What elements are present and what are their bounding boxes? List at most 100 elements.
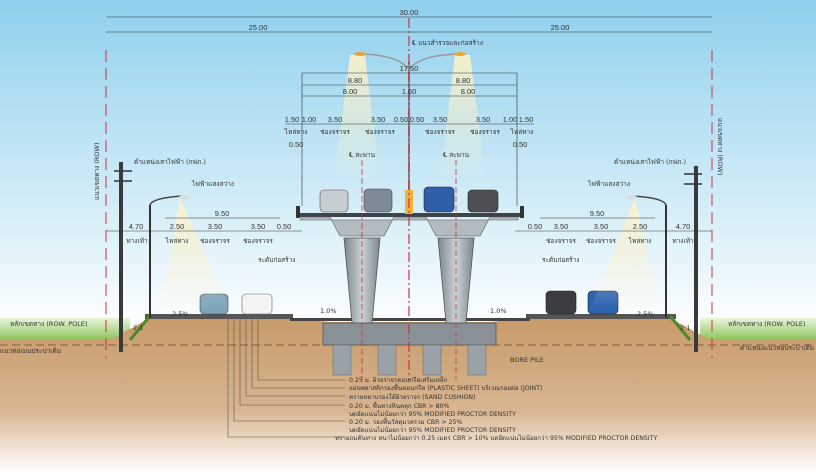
row-left-label: แนวเขตทาง (ROW) xyxy=(93,143,101,200)
dim-frontage-left-0: 4.70 xyxy=(129,222,144,231)
bridge-centerline-right-label: ℄ สะพาน xyxy=(443,151,470,159)
dim-bridge-left-road: 8.00 xyxy=(343,87,358,96)
dim-frontage-right-3: 2.50 xyxy=(633,222,648,231)
bridge-lane-r2-label: ช่องจราจร xyxy=(470,128,500,136)
pavement-note-5: บดอัดแน่นไม่น้อยกว่า 95% MODIFIED PROCTO… xyxy=(349,410,516,418)
pavement-leaders xyxy=(227,318,345,438)
street-light-left xyxy=(149,195,189,318)
street-light-left-label: ไฟฟ้าแสงสว่าง xyxy=(191,180,234,188)
bridge-shoulder-left-label: ไหล่ทาง xyxy=(284,128,308,136)
soil-ground xyxy=(0,318,816,472)
dim-bridge-lane-r2: 3.50 xyxy=(476,115,491,124)
dim-frontage-left-4: 0.50 xyxy=(277,222,292,231)
frontage-shoulder-right-label: ไหล่ทาง xyxy=(628,237,652,245)
dim-frontage-left-3: 3.50 xyxy=(251,222,266,231)
power-pole-right-label: ตำแหน่งเสาไฟฟ้า (กฟภ.) xyxy=(614,158,686,166)
grass-right xyxy=(700,318,816,340)
dim-bridge-left-half: 8.80 xyxy=(348,76,363,85)
bridge-shoulder-right-label: ไหล่ทาง xyxy=(510,128,534,136)
side-slope-right xyxy=(668,315,692,341)
survey-centerline-label: ℄ แนวสำรวจและก่อสร้าง xyxy=(412,39,483,47)
dim-total-width: 30.00 xyxy=(400,8,419,17)
light-beam-bridge-left xyxy=(334,55,380,180)
dim-frontage-right-4: 4.70 xyxy=(676,222,691,231)
dim-bridge-median: 1.60 xyxy=(402,87,417,96)
light-beam-bridge-right xyxy=(440,55,486,180)
dim-frontage-left-2: 3.50 xyxy=(208,222,223,231)
dim-bridge-lane-l4: 0.50 xyxy=(394,115,409,124)
light-beam-left xyxy=(160,198,230,310)
frontage-shoulder-left-label: ไหล่ทาง xyxy=(165,237,189,245)
dim-bridge-lane-l1: 1.00 xyxy=(302,115,317,124)
dim-bridge-lane-r1: 3.50 xyxy=(433,115,448,124)
pavement-note-3: ทรายหยาบรองใต้ผิวจราจร (SAND CUSHION) xyxy=(349,393,475,401)
dim-frontage-right-road: 9.50 xyxy=(590,209,605,218)
parapet-right xyxy=(520,206,524,218)
bridge-deck xyxy=(296,213,524,217)
water-pipe-left-label: แนวท่อเมนประปาเดิม xyxy=(0,347,61,355)
slope-right-label: 2.5% xyxy=(637,310,654,318)
dim-frontage-right-2: 3.50 xyxy=(594,222,609,231)
dim-half-left: 25.00 xyxy=(249,23,268,32)
power-pole-right xyxy=(684,166,702,352)
dim-bridge-lane-l2: 3.50 xyxy=(328,115,343,124)
frontage-pavement-right xyxy=(526,314,676,319)
frontage-lane-right-1-label: ช่องจราจร xyxy=(546,237,576,245)
pavement-note-2: แผ่นพลาสติกรองพื้นคอนกรีต (PLASTIC SHEET… xyxy=(349,383,542,392)
bore-piles xyxy=(332,344,487,376)
sidewalk-right-label: ทางเท้า xyxy=(672,237,694,245)
bridge-lane-r1-label: ช่องจราจร xyxy=(425,128,455,136)
dim-bridge-lane-r4: 1.50 xyxy=(519,115,534,124)
pavement-note-6: 0.20 ม. รองพื้นวัสดุมวลรวม CBR > 25% xyxy=(349,417,462,426)
bridge-lane-l2-label: ช่องจราจร xyxy=(365,128,395,136)
grass-left xyxy=(0,318,130,340)
power-pole-left xyxy=(114,162,132,352)
frontage-lane-right-2-label: ช่องจราจร xyxy=(586,237,616,245)
dim-bridge-lane-r3: 1.00 xyxy=(503,115,518,124)
pavement-note-4: 0.20 ม. พื้นทางหินคลุก CBR > 80% xyxy=(349,401,449,410)
pavement-note-8: ทรายถมคันทาง หนาไม่น้อยกว่า 0.25 เมตร CB… xyxy=(335,434,657,442)
street-light-right xyxy=(627,195,667,318)
slope-inner-left-label: 1.0% xyxy=(320,307,337,315)
frontage-lane-left-1-label: ช่องจราจร xyxy=(200,237,230,245)
slope-left-label: 2.5% xyxy=(172,310,189,318)
dim-frontage-left-1: 2.50 xyxy=(170,222,185,231)
pavement-note-7: บดอัดแน่นไม่น้อยกว่า 95% MODIFIED PROCTO… xyxy=(349,426,516,434)
dim-bridge-lane-l0: 1.50 xyxy=(285,115,300,124)
street-light-right-label: ไฟฟ้าแสงสว่าง xyxy=(587,180,630,188)
side-slope-right-label: 2:1 xyxy=(680,324,690,332)
frontage-pavement-left xyxy=(145,314,293,319)
bridge-lane-l1-label: ช่องจราจร xyxy=(320,128,350,136)
water-pipe-right-label: ตำแหน่งแนวท่อประปาเดิม xyxy=(740,344,814,352)
bridge-centerline-left-label: ℄ สะพาน xyxy=(349,151,376,159)
power-pole-left-label: ตำแหน่งเสาไฟฟ้า (กฟภ.) xyxy=(134,158,206,166)
bridge-ground-level xyxy=(290,318,530,321)
dim-bridge-lane-r0: 0.50 xyxy=(410,115,425,124)
dim-bridge-edge-left: 0.50 xyxy=(289,140,304,149)
slope-inner-right-label: 1.0% xyxy=(490,307,507,315)
pavement-note-1: 0.25 ม. ผิวจราจรคอนกรีตเสริมเหล็ก xyxy=(349,375,448,384)
dimension-lines xyxy=(106,16,712,232)
dim-bridge-total: 17.50 xyxy=(400,64,419,73)
row-pole-right-label: หลักเขตทาง (ROW. POLE) xyxy=(728,320,806,328)
box-girder xyxy=(299,216,519,237)
dim-half-right: 25.00 xyxy=(551,23,570,32)
construction-level-right-label: ระดับก่อสร้าง xyxy=(542,256,579,264)
dim-bridge-right-road: 8.00 xyxy=(461,87,476,96)
bore-pile-label: BORE PILE xyxy=(510,356,544,364)
dim-bridge-edge-right: 0.50 xyxy=(513,140,528,149)
dim-frontage-right-0: 0.50 xyxy=(528,222,543,231)
side-slope-left xyxy=(128,315,152,341)
dim-frontage-right-1: 3.50 xyxy=(554,222,569,231)
frontage-lane-left-2-label: ช่องจราจร xyxy=(243,237,273,245)
side-slope-left-label: 2:1 xyxy=(133,324,143,332)
light-beam-right xyxy=(590,198,660,310)
dim-bridge-right-half: 8.80 xyxy=(456,76,471,85)
vehicles-bridge xyxy=(319,186,499,213)
row-right-label: แนวเขตทาง (ROW) xyxy=(716,118,724,175)
parapet-left xyxy=(296,206,300,218)
row-pole-left-label: หลักเขตทาง (ROW. POLE) xyxy=(10,320,88,328)
sidewalk-left-label: ทางเท้า xyxy=(126,237,148,245)
dim-bridge-lane-l3: 3.50 xyxy=(371,115,386,124)
